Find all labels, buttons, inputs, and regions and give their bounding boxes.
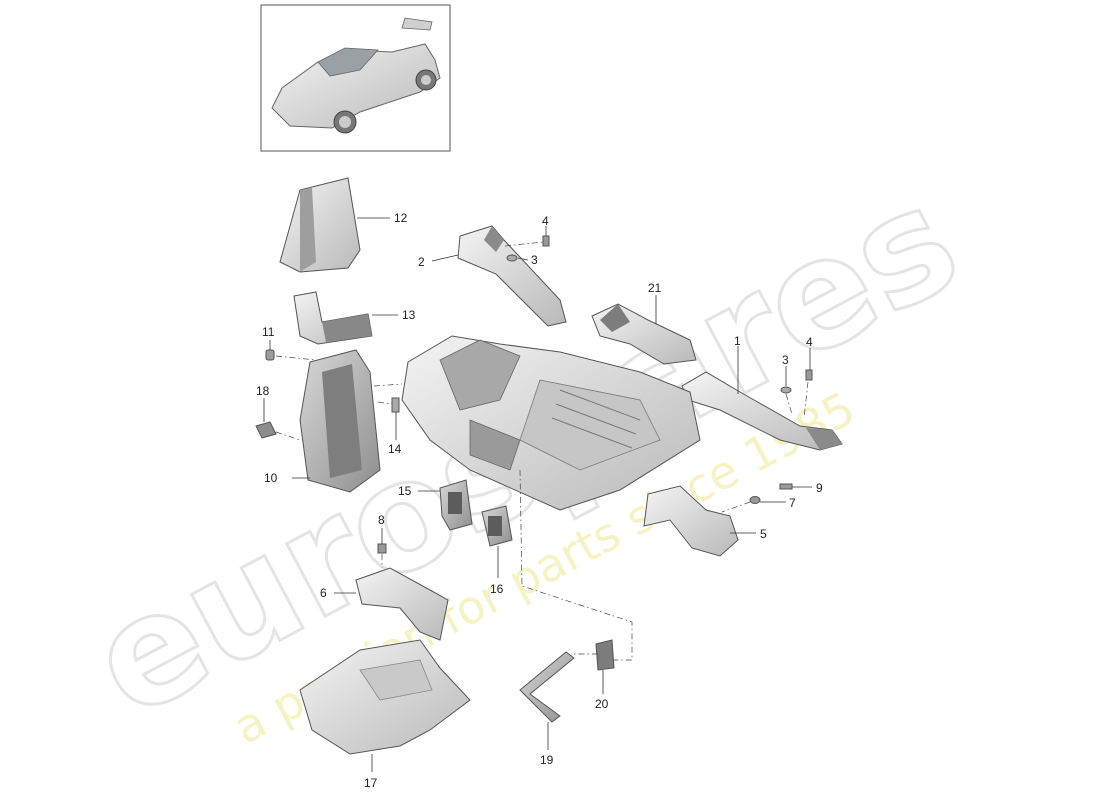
- part-8-clip[interactable]: [377, 528, 387, 568]
- callout-5[interactable]: 5: [760, 527, 767, 541]
- part-18-sensor[interactable]: [255, 398, 301, 441]
- callout-10[interactable]: 10: [264, 471, 278, 485]
- part-6-duct[interactable]: [334, 567, 449, 641]
- part-3-nut-upper[interactable]: [506, 254, 529, 262]
- part-7-nut[interactable]: [721, 496, 786, 513]
- callout-18[interactable]: 18: [256, 384, 270, 398]
- callout-3[interactable]: 3: [782, 353, 789, 367]
- part-17-underbody[interactable]: [299, 639, 471, 772]
- part-3-nut-right[interactable]: [780, 366, 793, 415]
- part-21-vent[interactable]: [591, 295, 697, 365]
- part-4-screw-upper[interactable]: [504, 226, 550, 247]
- part-14-clip[interactable]: [377, 397, 400, 440]
- callout-1[interactable]: 1: [734, 334, 741, 348]
- part-16-vent[interactable]: [481, 505, 513, 578]
- callout-4[interactable]: 4: [806, 335, 813, 349]
- part-19-bracket[interactable]: [519, 651, 575, 750]
- callout-labels: 1 2 3 3 4 4 5 6 7 8 9 10 11 12 13 14 15 …: [256, 211, 823, 790]
- callout-17[interactable]: 17: [364, 776, 378, 790]
- part-1-duct[interactable]: [681, 346, 843, 451]
- part-12-cover[interactable]: [279, 177, 390, 273]
- part-5-duct[interactable]: [643, 485, 756, 557]
- part-2-duct[interactable]: [431, 225, 567, 327]
- callout-8[interactable]: 8: [378, 513, 385, 527]
- part-10-housing[interactable]: [292, 349, 403, 493]
- car-thumbnail[interactable]: [260, 4, 451, 152]
- part-20-clip[interactable]: [519, 469, 633, 694]
- callout-3[interactable]: 3: [531, 253, 538, 267]
- part-9-screw[interactable]: [779, 483, 812, 490]
- callout-19[interactable]: 19: [540, 753, 554, 767]
- callout-11[interactable]: 11: [262, 325, 275, 339]
- callout-12[interactable]: 12: [394, 211, 408, 225]
- part-11-clip[interactable]: [265, 340, 317, 361]
- callout-2[interactable]: 2: [418, 255, 425, 269]
- part-4-screw-right[interactable]: [803, 348, 813, 419]
- part-13-filter[interactable]: [293, 291, 398, 345]
- callout-15[interactable]: 15: [398, 484, 412, 498]
- callout-21[interactable]: 21: [648, 281, 662, 295]
- callout-20[interactable]: 20: [595, 697, 609, 711]
- callout-16[interactable]: 16: [490, 582, 504, 596]
- callout-4[interactable]: 4: [542, 214, 549, 228]
- callout-9[interactable]: 9: [816, 481, 823, 495]
- callout-7[interactable]: 7: [789, 496, 796, 510]
- hvac-unit[interactable]: [401, 335, 701, 511]
- callout-13[interactable]: 13: [402, 308, 416, 322]
- part-15-vent[interactable]: [418, 479, 473, 531]
- callout-6[interactable]: 6: [320, 586, 327, 600]
- callout-14[interactable]: 14: [388, 442, 402, 456]
